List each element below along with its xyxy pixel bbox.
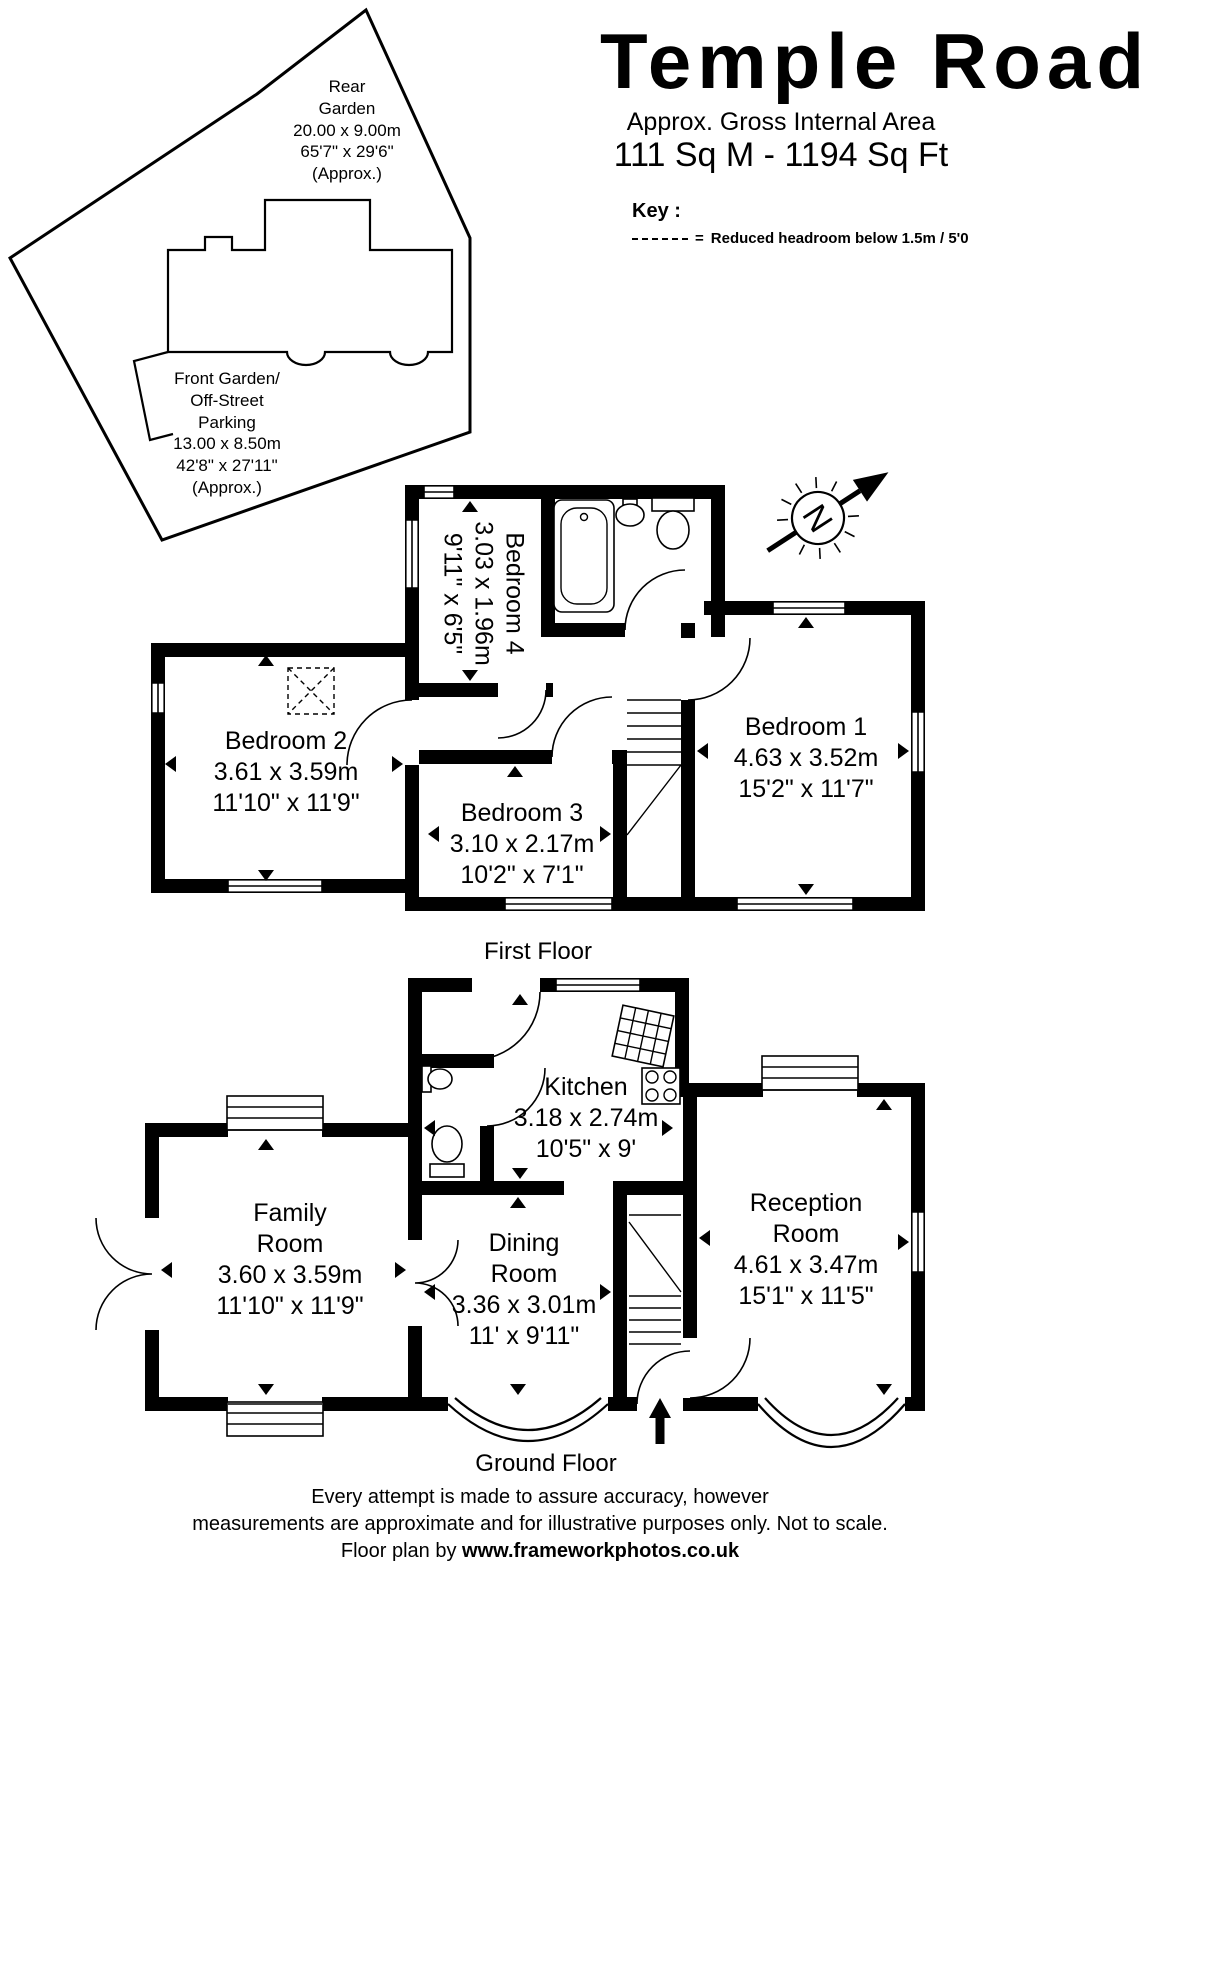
first-floor-group (151, 485, 925, 911)
stove-icon (611, 1004, 675, 1068)
wc-sink-icon (421, 1065, 453, 1093)
first-floor-windows (151, 485, 925, 911)
room-name: Dining Room (488, 1229, 560, 1288)
room-size-metric: 3.60 x 3.59m (217, 1261, 363, 1289)
room-size-imperial: 11' x 9'11" (468, 1322, 580, 1350)
credit-prefix: Floor plan by (340, 1540, 463, 1562)
bathtub-icon (553, 499, 615, 613)
bay-window-reception (757, 1397, 906, 1448)
disclaimer-line2: measurements are approximate and for ill… (192, 1513, 888, 1535)
ground-floor-windows (226, 978, 925, 1437)
room-label-dining-room: Dining Room 3.36 x 3.01m 11' x 9'11" (452, 1228, 597, 1352)
room-name: Bedroom 4 (500, 532, 529, 655)
front-garden-label: Front Garden/ Off-Street Parking 13.00 x… (173, 369, 281, 497)
room-label-kitchen: Kitchen 3.18 x 2.74m 10'5" x 9' (514, 1072, 659, 1165)
room-name: Bedroom 2 (224, 727, 348, 755)
room-label-family-room: Family Room 3.60 x 3.59m 11'10" x 11'9" (216, 1198, 363, 1322)
room-size-imperial: 11'10" x 11'9" (212, 789, 360, 817)
house-footprint-porch (132, 350, 174, 442)
toilet-icon (651, 497, 695, 550)
room-name: Bedroom 1 (744, 713, 868, 741)
first-floor-door-openings (405, 623, 695, 765)
room-size-imperial: 11'10" x 11'9" (216, 1292, 364, 1320)
dashed-line-swatch (632, 237, 688, 240)
room-label-bedroom2: Bedroom 2 3.61 x 3.59m 11'10" x 11'9" (212, 726, 359, 819)
gross-internal-area: 111 Sq M - 1194 Sq Ft (613, 136, 949, 174)
room-name: Kitchen (544, 1073, 628, 1101)
room-label-bedroom1: Bedroom 1 4.63 x 3.52m 15'2" x 11'7" (734, 712, 879, 805)
page-title: Temple Road (600, 17, 1150, 105)
room-size-metric: 3.10 x 2.17m (449, 830, 595, 858)
key-label: Key : (632, 200, 681, 222)
room-name: Family Room (253, 1199, 327, 1258)
ground-floor-label: Ground Floor (475, 1450, 617, 1477)
hob-icon (641, 1067, 681, 1105)
credit-site: www.frameworkphotos.co.uk (462, 1540, 740, 1562)
stairs-first-floor-icon (626, 699, 682, 836)
room-size-metric: 3.61 x 3.59m (213, 758, 359, 786)
room-size-imperial: 10'2" x 7'1" (460, 861, 584, 889)
rear-garden-label: Rear Garden 20.00 x 9.00m 65'7" x 29'6" … (293, 77, 401, 183)
room-label-bedroom4: Bedroom 4 3.03 x 1.96m 9'11" x 6'5" (437, 514, 530, 674)
room-size-metric: 4.61 x 3.47m (733, 1251, 879, 1279)
stairs-ground-floor-icon (628, 1214, 682, 1345)
key-row: = Reduced headroom below 1.5m / 5'0 (632, 230, 969, 247)
room-label-bedroom3: Bedroom 3 3.10 x 2.17m 10'2" x 7'1" (450, 798, 595, 891)
room-size-imperial: 15'1" x 11'5" (738, 1282, 874, 1310)
credit-line: Floor plan by www.frameworkphotos.co.uk (0, 1538, 1080, 1565)
room-size-metric: 4.63 x 3.52m (733, 744, 879, 772)
room-size-metric: 3.36 x 3.01m (451, 1291, 597, 1319)
room-label-reception-room: Reception Room 4.61 x 3.47m 15'1" x 11'5… (734, 1188, 879, 1312)
room-size-metric: 3.18 x 2.74m (513, 1104, 659, 1132)
first-floor-door-arcs (346, 569, 751, 766)
entrance-arrow-icon (649, 1398, 671, 1444)
sink-icon (615, 498, 645, 527)
ground-floor-group (95, 978, 925, 1448)
house-footprint (166, 198, 454, 367)
plot-boundary (8, 7, 472, 542)
room-size-imperial: 15'2" x 11'7" (738, 775, 874, 803)
reduced-headroom-marker (287, 667, 335, 715)
room-name: Reception Room (749, 1189, 863, 1248)
ground-floor-door-arcs (95, 991, 751, 1405)
north-arrow-icon: N (766, 472, 889, 559)
key-equals: = (695, 230, 704, 247)
wc-toilet-icon (429, 1125, 465, 1178)
disclaimer-line1: Every attempt is made to assure accuracy… (311, 1486, 769, 1508)
disclaimer: Every attempt is made to assure accuracy… (0, 1484, 1080, 1565)
key-text: Reduced headroom below 1.5m / 5'0 (710, 230, 969, 247)
area-subtitle: Approx. Gross Internal Area (626, 108, 936, 136)
room-name: Bedroom 3 (460, 799, 584, 827)
bay-window-dining (447, 1397, 609, 1442)
site-plan-group (8, 7, 472, 542)
room-size-imperial: 10'5" x 9' (535, 1135, 637, 1163)
first-floor-label: First Floor (484, 938, 592, 965)
room-size-imperial: 9'11" x 6'5" (438, 532, 467, 655)
room-size-metric: 3.03 x 1.96m (469, 521, 498, 666)
